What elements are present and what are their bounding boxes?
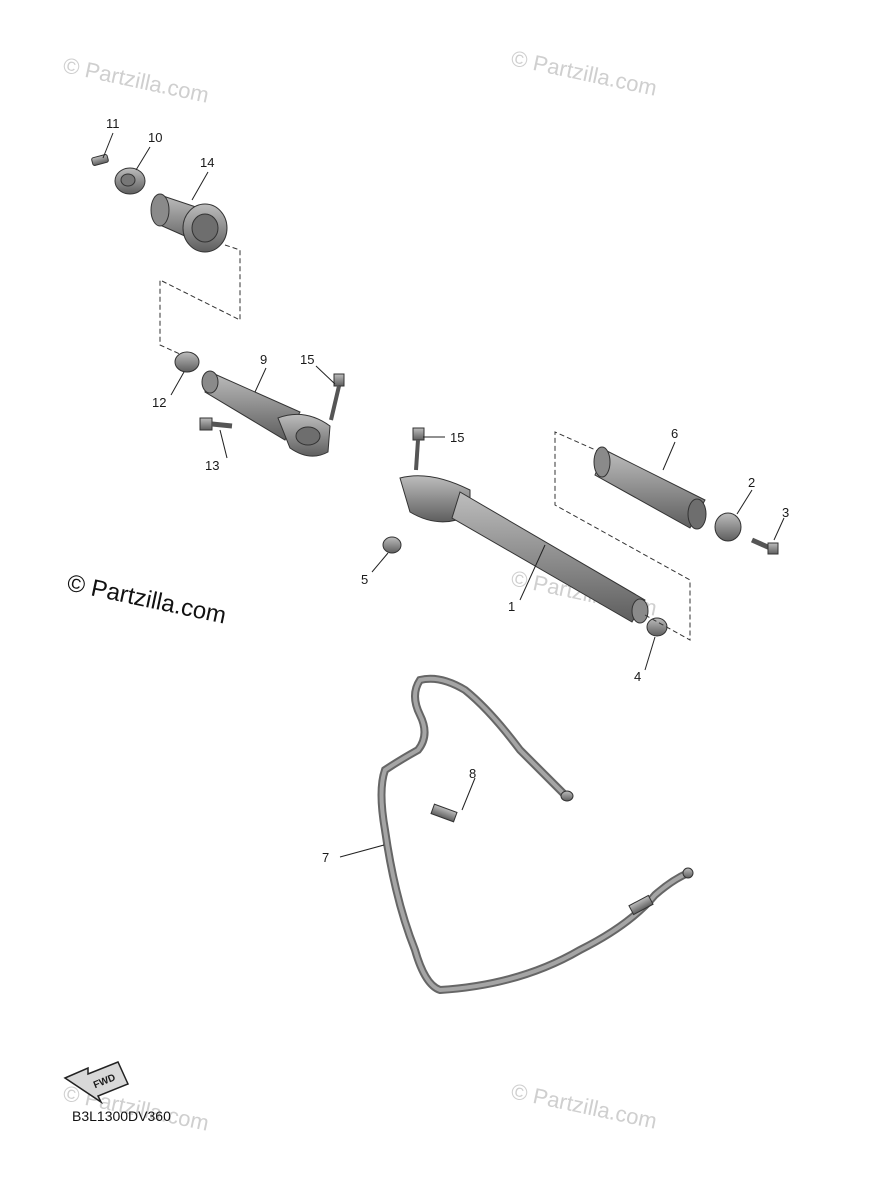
- diagram-code: B3L1300DV360: [72, 1108, 171, 1124]
- callout-10: 10: [148, 130, 162, 145]
- part-9-handlebar-left: [201, 370, 331, 457]
- part-1-handlebar-right: [399, 475, 649, 624]
- part-2-bar-end: [714, 512, 742, 542]
- callout-15-right: 15: [450, 430, 464, 445]
- callout-13: 13: [205, 458, 219, 473]
- callout-5: 5: [361, 572, 368, 587]
- part-5-nut: [382, 536, 402, 554]
- part-8-adjuster: [430, 803, 458, 823]
- callout-6: 6: [671, 426, 678, 441]
- callout-12: 12: [152, 395, 166, 410]
- callout-9: 9: [260, 352, 267, 367]
- callout-11: 11: [106, 116, 120, 131]
- callout-15-left: 15: [300, 352, 314, 367]
- part-7-throttle-cable: [377, 674, 694, 995]
- watermark-top-left: © Partzilla.com: [61, 52, 211, 107]
- part-12-collar: [174, 351, 200, 373]
- watermark-middle-left: © Partzilla.com: [65, 569, 229, 629]
- callout-2: 2: [748, 475, 755, 490]
- part-11-screw: [91, 154, 109, 166]
- callout-8: 8: [469, 766, 476, 781]
- callout-7: 7: [322, 850, 329, 865]
- fwd-arrow-icon: FWD: [63, 1061, 130, 1105]
- assembly-dashed-guide-left: [159, 244, 241, 356]
- assembly-dashed-guide-right: [554, 431, 691, 641]
- part-13-bolt: [199, 417, 233, 431]
- part-3-screw: [750, 537, 779, 555]
- part-6-grip-right: [593, 446, 707, 530]
- watermark-top-right: © Partzilla.com: [509, 45, 659, 100]
- callout-3: 3: [782, 505, 789, 520]
- callout-4: 4: [634, 669, 641, 684]
- watermark-bottom-right: © Partzilla.com: [509, 1078, 659, 1133]
- part-4-collar: [646, 617, 668, 637]
- part-10-grip-end: [114, 167, 146, 195]
- callout-1: 1: [508, 599, 515, 614]
- part-15-bolt-right: [412, 427, 425, 471]
- callout-14: 14: [200, 155, 214, 170]
- part-14-grip: [150, 193, 228, 253]
- part-15-bolt-left: [329, 373, 345, 421]
- leader-lines: [102, 132, 785, 858]
